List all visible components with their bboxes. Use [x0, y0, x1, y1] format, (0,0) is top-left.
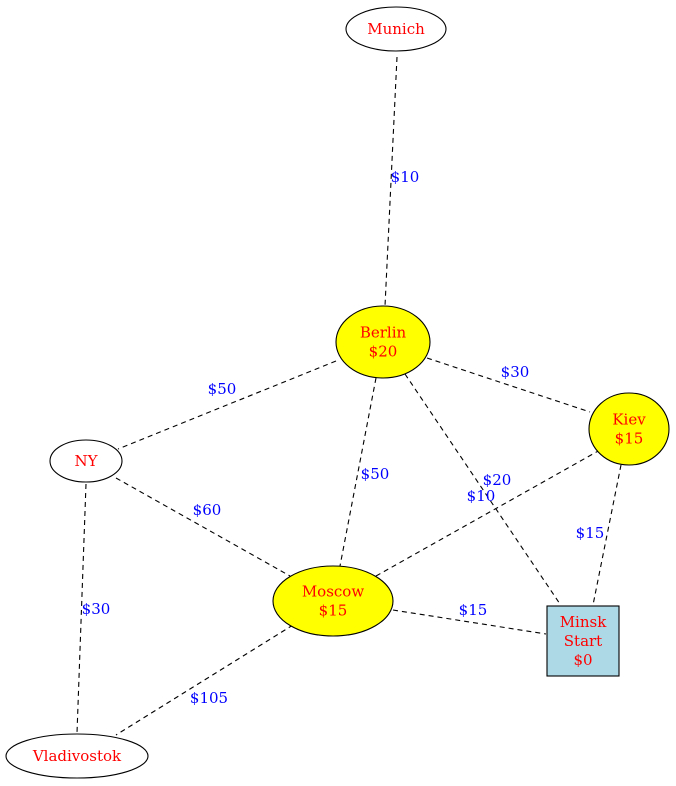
edge-ny-moscow — [115, 477, 291, 577]
node-minsk-box — [546, 605, 620, 677]
node-moscow-label-1: $15 — [319, 602, 348, 620]
node-vladivostok: Vladivostok — [5, 733, 149, 779]
node-munich-ellipse — [345, 6, 447, 52]
edge-label-moscow-vladivostok: $105 — [190, 689, 228, 707]
edge-berlin-moscow — [339, 377, 377, 567]
edge-label-ny-moscow: $60 — [193, 501, 222, 519]
edge-label-berlin-moscow: $50 — [361, 465, 390, 483]
node-minsk-label-2: $0 — [573, 651, 592, 669]
edge-label-moscow-minsk: $15 — [459, 601, 488, 619]
edge-kiev-minsk — [592, 464, 622, 606]
node-ny-label-0: NY — [74, 452, 98, 470]
node-kiev: Kiev$15 — [588, 392, 670, 466]
edge-label-munich-berlin: $10 — [391, 168, 420, 186]
node-berlin: Berlin$20 — [335, 305, 431, 379]
node-minsk-label-1: Start — [564, 632, 602, 650]
node-munich: Munich — [345, 6, 447, 52]
edge-berlin-minsk — [404, 373, 561, 605]
node-kiev-ellipse — [588, 392, 670, 466]
node-vladivostok-label-0: Vladivostok — [32, 747, 122, 765]
edge-kiev-moscow — [375, 449, 601, 577]
edge-label-kiev-moscow: $20 — [483, 471, 512, 489]
node-moscow: Moscow$15 — [272, 565, 394, 637]
edge-berlin-kiev — [426, 357, 591, 413]
node-berlin-label-0: Berlin — [360, 324, 407, 342]
node-ny-ellipse — [49, 439, 123, 483]
node-moscow-label-0: Moscow — [302, 583, 365, 601]
edge-munich-berlin — [384, 56, 398, 307]
edges-layer — [76, 56, 622, 736]
edge-label-ny-vladivostok: $30 — [82, 600, 111, 618]
node-moscow-ellipse — [272, 565, 394, 637]
edge-ny-vladivostok — [76, 483, 87, 734]
edge-label-berlin-kiev: $30 — [501, 363, 530, 381]
edge-labels-layer: $10$50$30$50$10$20$15$60$30$15$105 — [82, 168, 605, 707]
node-ny: NY — [49, 439, 123, 483]
nodes-layer: MunichBerlin$20Kiev$15NYMoscow$15MinskSt… — [5, 6, 670, 779]
edge-moscow-minsk — [392, 609, 547, 635]
edge-label-kiev-minsk: $15 — [576, 524, 605, 542]
node-minsk-label-0: Minsk — [560, 613, 608, 631]
node-kiev-label-1: $15 — [615, 430, 644, 448]
edge-moscow-vladivostok — [115, 624, 294, 736]
edge-label-berlin-ny: $50 — [208, 380, 237, 398]
node-berlin-label-1: $20 — [369, 343, 398, 361]
edge-label-berlin-minsk: $10 — [467, 487, 496, 505]
node-munich-label-0: Munich — [367, 20, 425, 38]
edge-berlin-ny — [117, 360, 337, 450]
node-berlin-ellipse — [335, 305, 431, 379]
node-kiev-label-0: Kiev — [612, 411, 646, 429]
node-vladivostok-ellipse — [5, 733, 149, 779]
